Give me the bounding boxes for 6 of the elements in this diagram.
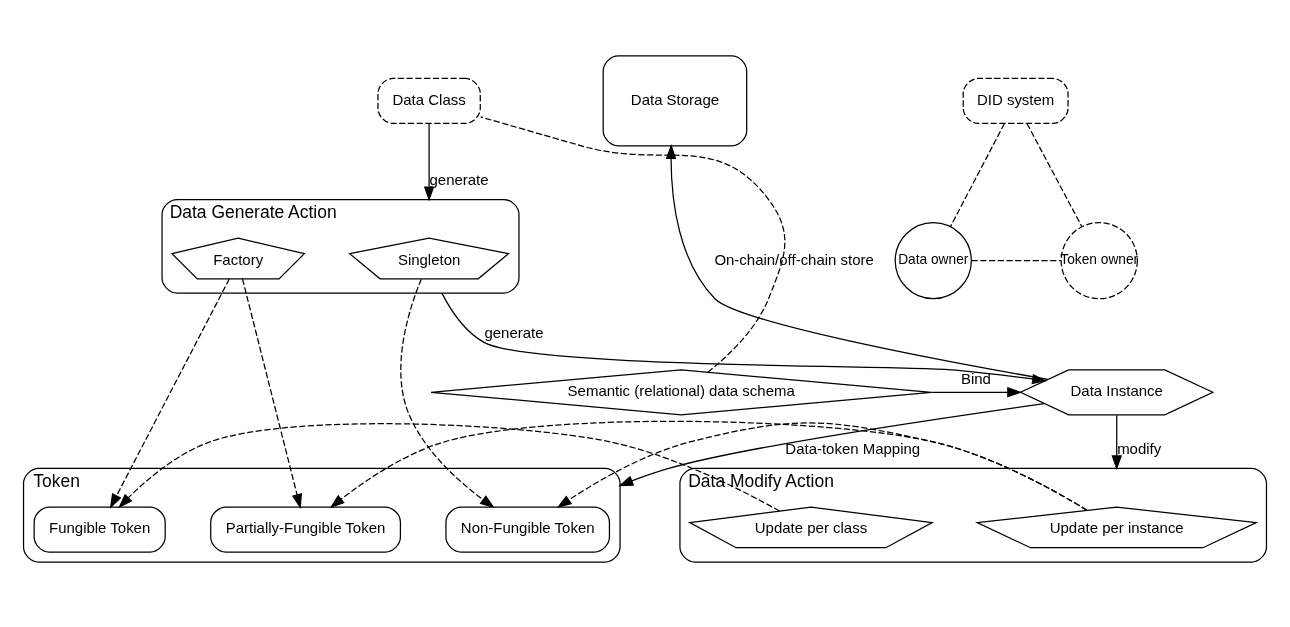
edge-label: generate bbox=[429, 170, 489, 188]
edge-label: generate bbox=[484, 323, 544, 341]
edge-label: On-chain/off-chain store bbox=[714, 250, 874, 268]
edge-label: Bind bbox=[960, 369, 991, 387]
edge-label: modify bbox=[1117, 439, 1162, 457]
edge-label: Data-token Mapping bbox=[785, 439, 921, 457]
